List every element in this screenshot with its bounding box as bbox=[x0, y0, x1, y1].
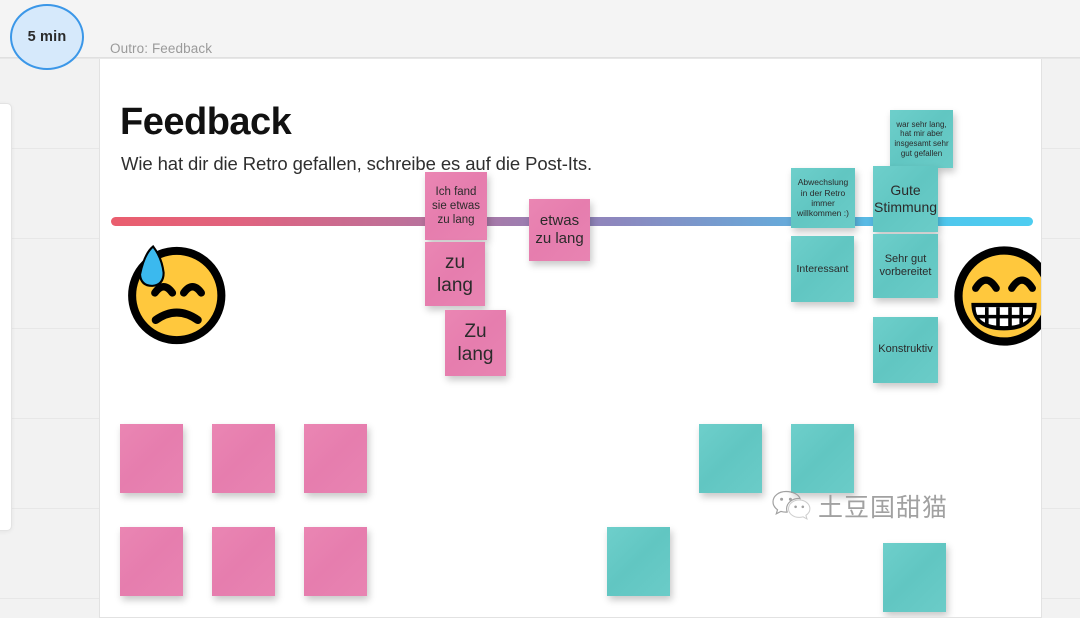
board-card: Feedback Wie hat dir die Retro gefallen,… bbox=[99, 59, 1042, 618]
sticky-note-pink[interactable]: Zu lang bbox=[445, 310, 506, 376]
sticky-note-teal-empty[interactable] bbox=[791, 424, 854, 493]
wechat-logo-icon bbox=[772, 490, 811, 521]
left-panel-sliver[interactable] bbox=[0, 103, 12, 531]
sticky-note-pink-empty[interactable] bbox=[212, 424, 275, 493]
sticky-note-text: Interessant bbox=[796, 262, 849, 275]
sticky-note-teal[interactable]: war sehr lang, hat mir aber insgesamt se… bbox=[890, 110, 953, 168]
sticky-note-text: Abwechslung in der Retro immer willkomme… bbox=[797, 177, 849, 219]
page-title: Feedback bbox=[120, 101, 292, 143]
timer-badge[interactable]: 5 min bbox=[10, 4, 84, 70]
sticky-note-teal-empty[interactable] bbox=[699, 424, 762, 493]
sticky-note-text: Sehr gut vorbereitet bbox=[879, 252, 932, 278]
sticky-note-teal[interactable]: Abwechslung in der Retro immer willkomme… bbox=[791, 168, 855, 228]
sticky-note-teal-empty[interactable] bbox=[883, 543, 946, 612]
grid-line-horizontal bbox=[0, 58, 1080, 59]
sticky-note-pink-empty[interactable] bbox=[120, 527, 183, 596]
sticky-note-text: zu lang bbox=[437, 251, 473, 296]
timeline-strip bbox=[0, 0, 1080, 58]
sticky-note-pink[interactable]: zu lang bbox=[425, 242, 485, 306]
sticky-note-teal[interactable]: Gute Stimmung bbox=[873, 166, 938, 232]
grinning-face-icon bbox=[949, 241, 1041, 351]
sticky-note-pink-empty[interactable] bbox=[304, 527, 367, 596]
sticky-note-teal[interactable]: Interessant bbox=[791, 236, 854, 302]
sticky-note-teal[interactable]: Sehr gut vorbereitet bbox=[873, 234, 938, 298]
sticky-note-text: war sehr lang, hat mir aber insgesamt se… bbox=[894, 119, 949, 158]
sticky-note-teal-empty[interactable] bbox=[607, 527, 670, 596]
watermark: 土豆国甜猫 bbox=[772, 488, 948, 524]
sticky-note-pink-empty[interactable] bbox=[304, 424, 367, 493]
sticky-note-text: Konstruktiv bbox=[878, 343, 933, 356]
sticky-note-teal[interactable]: Konstruktiv bbox=[873, 317, 938, 383]
watermark-text: 土豆国甜猫 bbox=[818, 493, 949, 522]
sticky-note-text: etwas zu lang bbox=[535, 211, 584, 247]
disappointed-sweat-face-icon bbox=[119, 236, 231, 348]
timer-label: 5 min bbox=[27, 29, 67, 45]
sticky-note-text: Zu lang bbox=[457, 320, 494, 365]
sticky-note-pink-empty[interactable] bbox=[120, 424, 183, 493]
sticky-note-pink[interactable]: etwas zu lang bbox=[529, 199, 590, 261]
section-label: Outro: Feedback bbox=[110, 41, 213, 56]
page-subtitle: Wie hat dir die Retro gefallen, schreibe… bbox=[121, 153, 593, 174]
sticky-note-text: Gute Stimmung bbox=[874, 181, 938, 215]
sticky-note-text: Ich fand sie etwas zu lang bbox=[432, 185, 480, 226]
sticky-note-pink-empty[interactable] bbox=[212, 527, 275, 596]
sticky-note-pink[interactable]: Ich fand sie etwas zu lang bbox=[425, 172, 487, 240]
